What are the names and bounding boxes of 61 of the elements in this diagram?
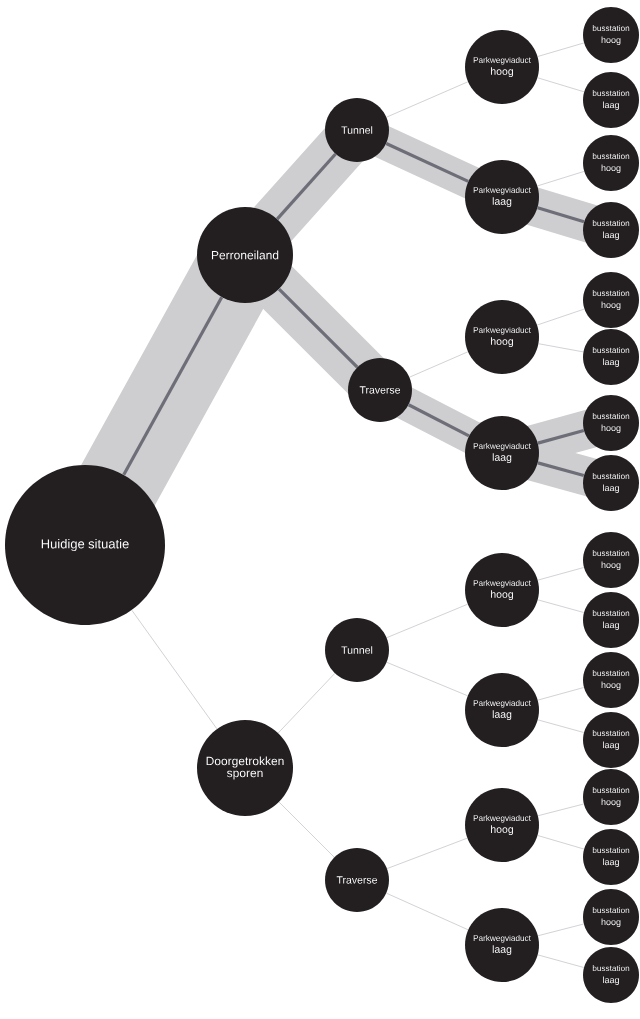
circle-node: Parkwegviaduct hoog (465, 30, 539, 104)
connector-line (537, 206, 585, 224)
circle-node: Parkwegviaduct laag (465, 160, 539, 234)
connector-line (537, 428, 585, 445)
connector-line (537, 923, 584, 937)
connector-line (386, 81, 469, 118)
circle-node: Parkwegviaduct hoog (465, 553, 539, 627)
connector-line (275, 152, 337, 221)
circle-node: busstation laag (583, 712, 639, 768)
connector-line (386, 892, 469, 931)
connector-line (386, 837, 468, 869)
connector-line (386, 603, 468, 638)
circle-node: busstation hoog (583, 395, 639, 451)
circle-node: busstation hoog (583, 652, 639, 708)
circle-node: Tunnel (325, 618, 389, 682)
circle-node: Tunnel (325, 98, 389, 162)
circle-node: busstation laag (583, 329, 639, 385)
circle-node: busstation hoog (583, 769, 639, 825)
connector-line (537, 687, 585, 701)
connector-line (537, 77, 585, 93)
connector-line (537, 461, 585, 478)
circle-node: Parkwegviaduct laag (465, 673, 539, 747)
connector-line (386, 662, 468, 697)
circle-node: Parkwegviaduct hoog (465, 300, 539, 374)
circle-node: Traverse (325, 848, 389, 912)
circle-node: busstation laag (583, 455, 639, 511)
circle-node: busstation hoog (583, 135, 639, 191)
circle-node: Perroneiland (197, 207, 293, 303)
circle-node: busstation hoog (583, 889, 639, 945)
circle-node: busstation hoog (583, 272, 639, 328)
circle-node: busstation hoog (583, 532, 639, 588)
circle-node: busstation laag (583, 72, 639, 128)
connector-line (122, 296, 224, 476)
connector-line (537, 954, 585, 968)
circle-node: busstation laag (583, 202, 639, 258)
connector-line (538, 343, 584, 353)
circle-node: busstation hoog (583, 7, 639, 63)
connector-line (537, 42, 585, 57)
connector-line (537, 719, 585, 733)
connector-line (537, 567, 585, 581)
connector-line (277, 287, 359, 369)
circle-node: busstation laag (583, 947, 639, 1003)
connector-line (536, 308, 585, 326)
connector-line (131, 609, 218, 730)
circle-node: busstation laag (583, 592, 639, 648)
circle-node: Huidige situatie (5, 465, 165, 625)
connector-line (537, 599, 585, 613)
connector-line (407, 403, 470, 438)
circle-node: Traverse (348, 358, 412, 422)
circle-node: Parkwegviaduct hoog (465, 788, 539, 862)
connector-line (409, 351, 469, 378)
connector-line (537, 803, 584, 817)
circle-node: busstation laag (583, 829, 639, 885)
circle-node: Parkwegviaduct laag (465, 416, 539, 490)
connector-line (277, 673, 336, 734)
circle-node: Parkwegviaduct laag (465, 908, 539, 982)
connector-line (537, 835, 585, 850)
connector-line (537, 171, 585, 187)
connector-line (385, 142, 469, 183)
connector-line (278, 801, 335, 858)
circle-node: Doorgetrokken sporen (197, 720, 293, 816)
